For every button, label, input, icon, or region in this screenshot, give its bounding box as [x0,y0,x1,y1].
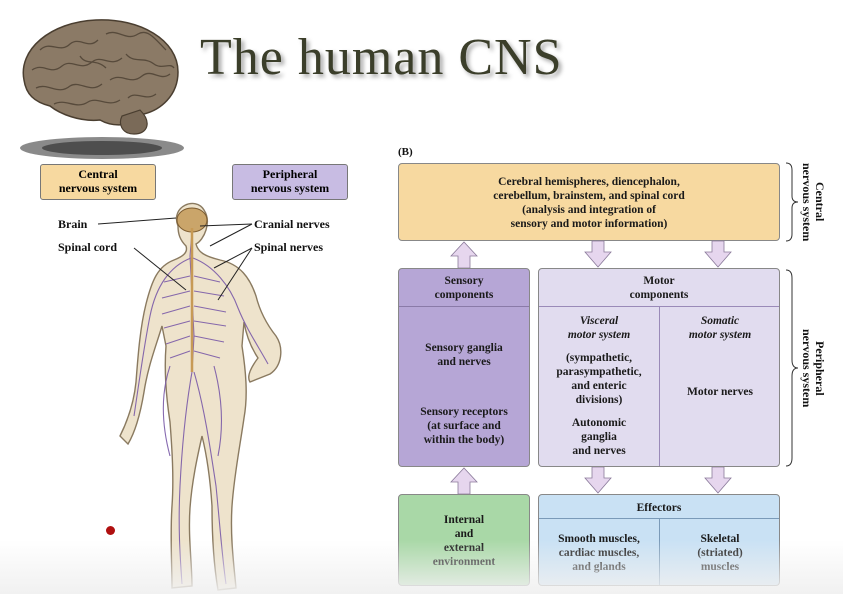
pointer-dot [106,526,115,535]
cns-tag: Central nervous system [40,164,156,200]
panel-label: (B) [398,146,413,158]
brain-label: Brain [58,217,88,231]
brain-image [20,19,184,159]
human-body-figure [119,202,282,591]
sensory-ganglia-text: Sensory ganglia and nerves [425,342,503,368]
motor-header: Motor components [629,275,689,301]
spinal-nerves-label: Spinal nerves [254,240,324,254]
sensory-divider [399,306,529,307]
slide-title: The human CNS [200,29,563,86]
visceral-desc: (sympathetic, parasympathetic, and enter… [556,352,642,406]
visceral-title: Visceral motor system [567,315,631,341]
cns-box-text: Cerebral hemispheres, diencephalon, cere… [493,176,685,230]
sensory-header: Sensory components [434,275,494,301]
sensory-receptors-text: Sensory receptors (at surface and within… [420,406,508,446]
motor-nerves-text: Motor nerves [687,386,753,398]
effectors-header: Effectors [636,502,682,514]
sensory-box [398,268,530,467]
cranial-nerves-label: Cranial nerves [254,217,330,231]
motor-divider-v [659,306,660,466]
cns-box [398,163,780,241]
pns-tag: Peripheral nervous system [232,164,348,200]
somatic-title: Somatic motor system [688,315,752,341]
bottom-fade [0,540,843,594]
autonomic-text: Autonomic ganglia and nerves [571,417,627,457]
central-side-label: Central nervous system [800,162,827,242]
spinal-cord-label: Spinal cord [58,240,118,254]
peripheral-side-label: Peripheral nervous system [800,328,827,408]
